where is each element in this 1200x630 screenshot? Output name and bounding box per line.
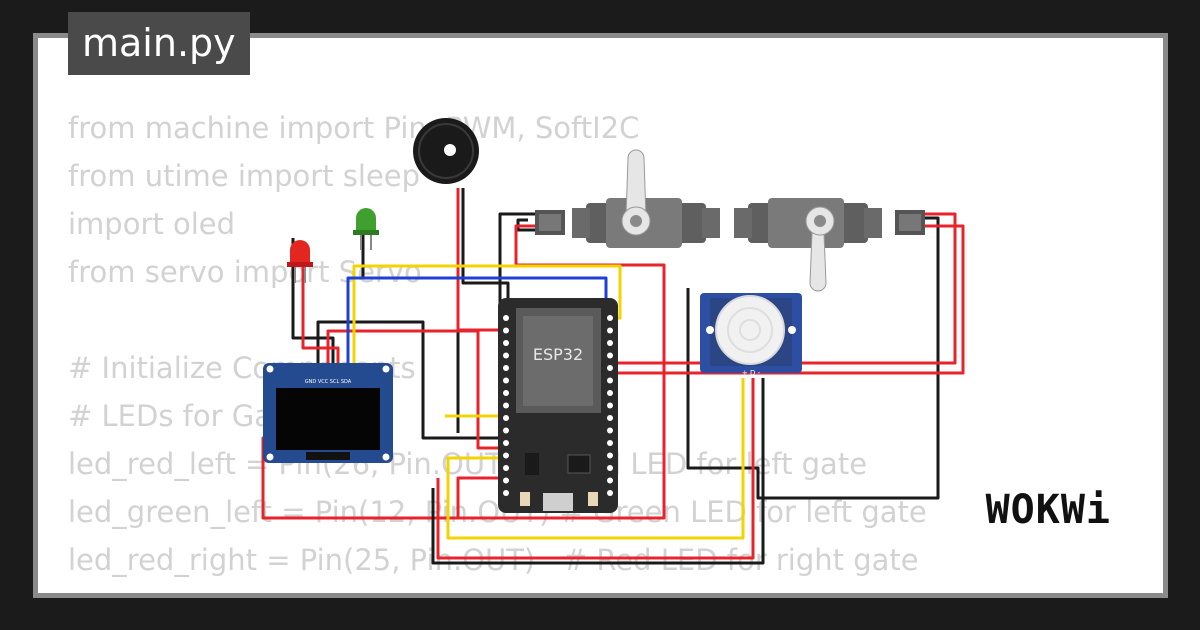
esp32-pin <box>607 440 613 446</box>
pir-sensor[interactable]: + D - <box>700 293 802 377</box>
esp32-pin <box>607 477 613 484</box>
led-red[interactable] <box>287 240 313 283</box>
esp32-pin <box>607 327 613 334</box>
esp32-pin <box>503 402 509 409</box>
esp32-pin <box>503 352 509 359</box>
esp32-label: ESP32 <box>533 345 583 364</box>
wire-black <box>291 238 335 373</box>
esp32-pin <box>607 490 613 496</box>
oled-pin-labels: GND VCC SCL SDA <box>305 379 352 385</box>
esp32-pin <box>503 477 509 484</box>
wire-red <box>301 248 340 373</box>
esp32-pin <box>607 315 613 321</box>
wire-yellow <box>446 378 745 540</box>
esp32-pin <box>607 402 613 409</box>
oled-display[interactable]: GND VCC SCL SDA <box>263 363 393 463</box>
code-line: led_green_right = Pin(33, Pin.OUT) # Gre… <box>68 584 969 593</box>
wokwi-logo: WOKWi <box>985 487 1111 533</box>
esp32-pin <box>607 390 613 396</box>
esp32-pin <box>503 427 509 434</box>
wire-black <box>316 320 500 440</box>
esp32-pins-left <box>503 315 509 496</box>
esp32-pin <box>503 415 509 421</box>
esp32-pin <box>607 352 613 359</box>
esp32-pin <box>607 340 613 346</box>
wire-black <box>431 378 765 565</box>
code-line: led_red_right = Pin(25, Pin.OUT) # Red L… <box>68 543 919 577</box>
file-title-tab: main.py <box>68 12 250 75</box>
esp32-pin <box>607 452 613 459</box>
wire-red <box>326 329 500 450</box>
preview-card: from machine import Pin, PWM, SoftI2C fro… <box>38 38 1163 593</box>
esp32-pin <box>503 315 509 321</box>
code-line: import oled <box>68 207 236 241</box>
buzzer[interactable] <box>413 118 479 184</box>
esp32-pin <box>607 415 613 421</box>
code-line: from servo import Servo <box>68 255 422 289</box>
code-line: from utime import sleep <box>68 159 421 193</box>
esp32-pin <box>503 377 509 384</box>
esp32-pin <box>503 327 509 334</box>
esp32-pin <box>503 340 509 346</box>
circuit-diagram: ESP32 GND VCC SCL SDA <box>261 118 965 565</box>
wire-red <box>436 378 755 560</box>
esp32-pin <box>503 365 509 371</box>
code-line: from machine import Pin, PWM, SoftI2C <box>68 111 640 145</box>
esp32-pins-right <box>607 315 613 496</box>
esp32-pin <box>503 465 509 471</box>
esp32-pin <box>503 390 509 396</box>
esp32-board[interactable]: ESP32 <box>498 298 618 513</box>
servo-left[interactable] <box>535 149 720 248</box>
esp32-pin <box>503 452 509 459</box>
wire-black <box>686 216 940 500</box>
led-green[interactable] <box>353 208 379 250</box>
esp32-pin <box>607 465 613 471</box>
esp32-pin <box>607 365 613 371</box>
servo-right[interactable] <box>734 198 925 292</box>
esp32-pin <box>503 440 509 446</box>
esp32-pin <box>503 490 509 496</box>
esp32-pin <box>607 427 613 434</box>
pir-pin-labels: + D - <box>742 369 761 377</box>
esp32-pin <box>607 377 613 384</box>
